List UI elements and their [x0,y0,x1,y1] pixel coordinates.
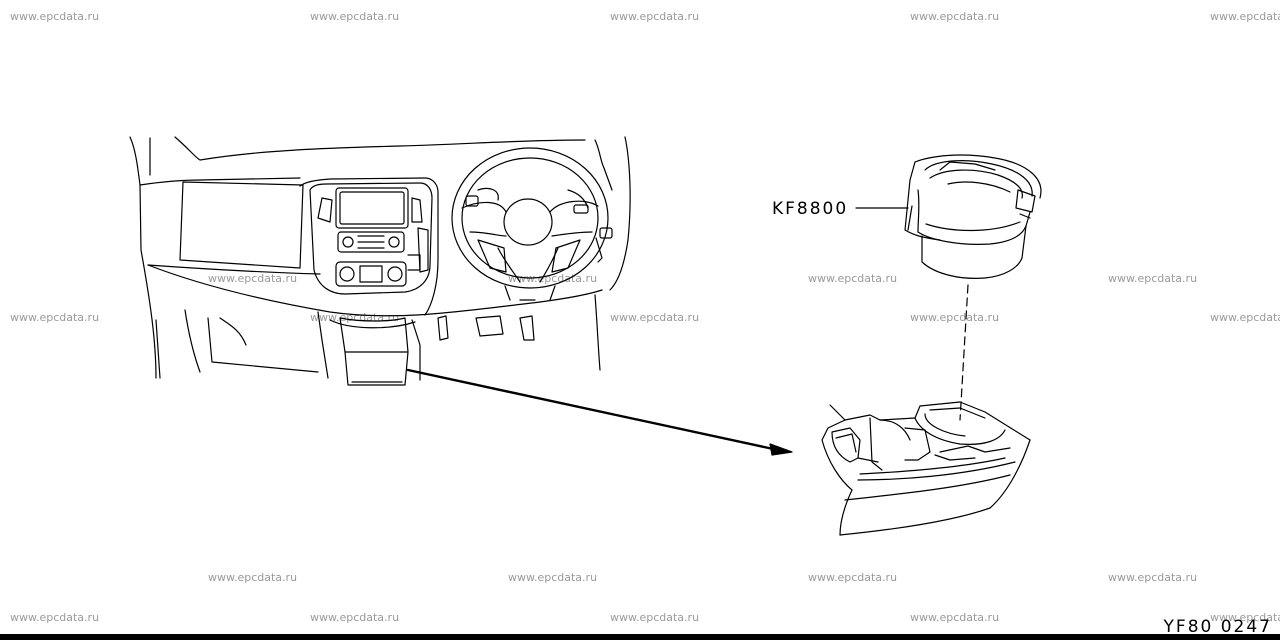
watermark: www.epcdata.ru [1210,10,1280,23]
watermark: www.epcdata.ru [910,611,1000,624]
watermark: www.epcdata.ru [508,571,598,584]
watermark: www.epcdata.ru [1210,611,1280,624]
bottom-border [0,634,1280,640]
watermark: www.epcdata.ru [310,10,400,23]
assembly-line [959,284,969,421]
watermark: www.epcdata.ru [610,611,700,624]
watermark: www.epcdata.ru [610,10,700,23]
watermark: www.epcdata.ru [1108,571,1198,584]
watermark: www.epcdata.ru [808,571,898,584]
watermark: www.epcdata.ru [10,611,100,624]
cup-holder-insert [904,154,1042,279]
instrument-panel [129,136,631,386]
watermark: www.epcdata.ru [910,10,1000,23]
pointer-arrow [406,368,793,456]
watermark: www.epcdata.ru [808,272,898,285]
watermark: www.epcdata.ru [1210,311,1280,324]
watermark: www.epcdata.ru [610,311,700,324]
watermark: www.epcdata.ru [910,311,1000,324]
cup-holder-tray [821,401,1031,536]
watermark: www.epcdata.ru [310,611,400,624]
watermark: www.epcdata.ru [10,311,100,324]
callout-label-kf8800: KF8800 [772,199,849,219]
watermark: www.epcdata.ru [208,272,298,285]
watermark: www.epcdata.ru [1108,272,1198,285]
watermark: www.epcdata.ru [10,10,100,23]
watermark: www.epcdata.ru [208,571,298,584]
figure-code: YF80 0247 [1163,617,1272,637]
